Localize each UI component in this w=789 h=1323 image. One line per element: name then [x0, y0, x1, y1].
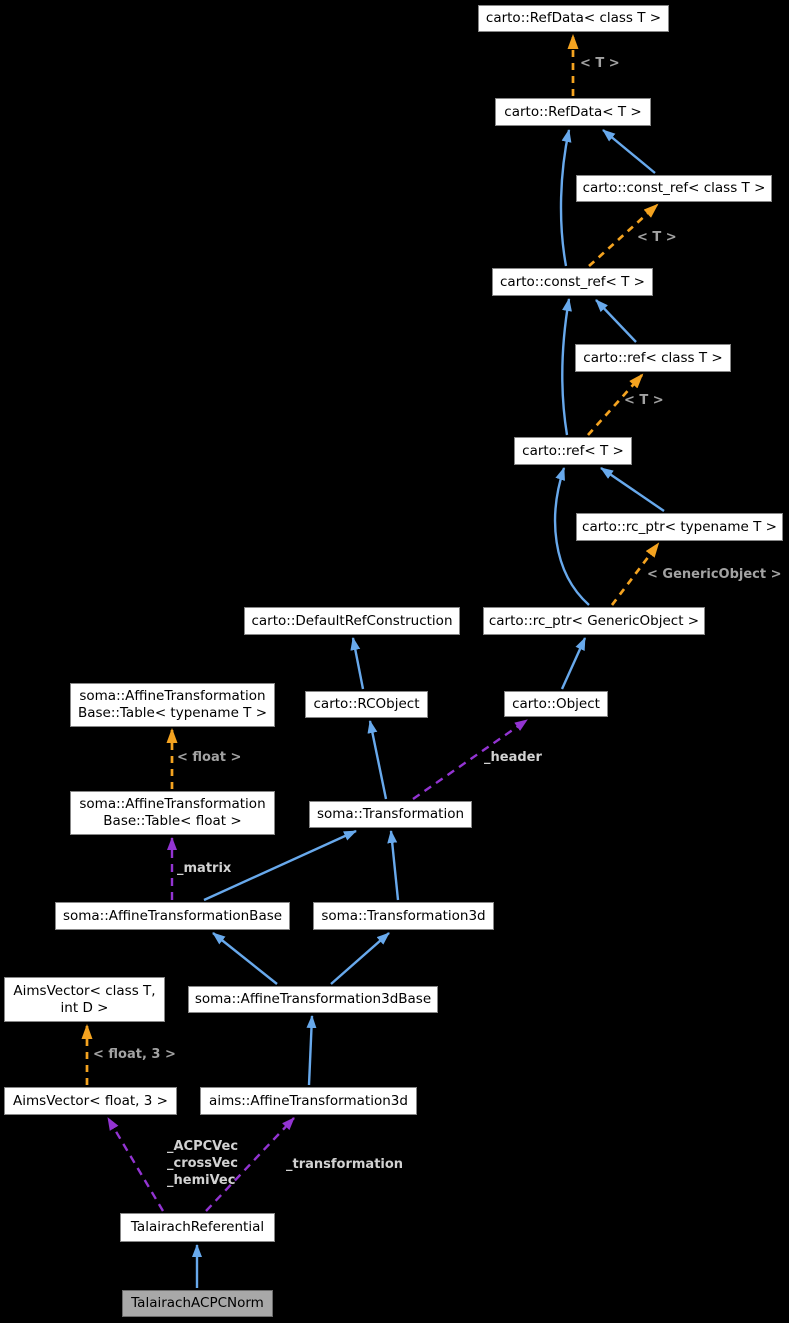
edge-label-template-genericobject: < GenericObject > — [647, 567, 782, 582]
edge-aims-affine3d-to-affine-3dbase — [306, 1015, 317, 1086]
edge-label-template-float: < float > — [177, 750, 242, 765]
node-soma-table-typename-t[interactable]: soma::AffineTransformation Base::Table< … — [70, 683, 275, 727]
node-carto-rcobject[interactable]: carto::RCObject — [305, 691, 428, 718]
edge-const-ref-class-t-to-refdata-t — [602, 129, 656, 174]
node-carto-ref-t[interactable]: carto::ref< T > — [514, 437, 632, 465]
node-carto-object[interactable]: carto::Object — [504, 691, 608, 717]
node-aimsvector-float-3[interactable]: AimsVector< float, 3 > — [4, 1087, 177, 1115]
edge-rcobject-to-default-ref-construction — [350, 637, 365, 690]
node-talairach-acpcnorm[interactable]: TalairachACPCNorm — [122, 1290, 273, 1317]
node-soma-affine-transformation-3dbase[interactable]: soma::AffineTransformation3dBase — [188, 986, 438, 1013]
edge-label-acpcvec-crossvec-hemivec: _ACPCVec _crossVec _hemiVec — [167, 1139, 239, 1188]
edge-transformation-to-object — [412, 719, 528, 800]
edge-affine-base-to-transformation — [203, 829, 357, 902]
edge-const-ref-t-to-const-ref-class-t — [588, 203, 659, 268]
node-carto-refdata-class-t[interactable]: carto::RefData< class T > — [478, 5, 669, 32]
edge-label-header: _header — [484, 750, 542, 765]
edge-rc-ptr-typename-t-to-ref-t — [600, 467, 665, 512]
node-carto-default-ref-construction[interactable]: carto::DefaultRefConstruction — [244, 607, 460, 635]
node-carto-const-ref-t[interactable]: carto::const_ref< T > — [492, 268, 653, 296]
edge-ref-t-to-const-ref-t — [561, 298, 572, 436]
edge-ref-t-to-ref-class-t — [586, 373, 644, 436]
edge-talairach-referential-to-aimsvector-float3 — [106, 1117, 165, 1212]
node-carto-rc-ptr-typename-t[interactable]: carto::rc_ptr< typename T > — [576, 513, 783, 541]
node-aims-affine-transformation3d[interactable]: aims::AffineTransformation3d — [200, 1087, 417, 1115]
edge-label-template-t-refdata: < T > — [580, 56, 620, 71]
edge-label-template-float-3: < float, 3 > — [93, 1047, 176, 1062]
node-carto-refdata-t[interactable]: carto::RefData< T > — [495, 98, 651, 126]
edge-rc-ptr-genericobject-to-ref-t — [553, 467, 590, 606]
edge-ref-class-t-to-const-ref-t — [595, 299, 637, 343]
node-carto-rc-ptr-genericobject[interactable]: carto::rc_ptr< GenericObject > — [483, 607, 705, 635]
edge-affine-3dbase-to-affine-base — [212, 932, 278, 985]
node-carto-ref-class-t[interactable]: carto::ref< class T > — [575, 344, 731, 372]
edge-const-ref-t-to-refdata-t — [559, 129, 572, 267]
node-carto-const-ref-class-t[interactable]: carto::const_ref< class T > — [576, 175, 772, 202]
edge-talairach-referential-to-aims-affine3d — [205, 1117, 295, 1212]
edge-label-matrix: _matrix — [177, 861, 232, 876]
edge-transformation-to-rcobject — [367, 720, 388, 800]
edge-transformation3d-to-transformation — [387, 830, 400, 901]
node-talairach-referential[interactable]: TalairachReferential — [120, 1213, 275, 1242]
node-soma-transformation[interactable]: soma::Transformation — [309, 801, 472, 828]
node-soma-transformation3d[interactable]: soma::Transformation3d — [313, 902, 494, 930]
edge-label-template-t-const-ref: < T > — [637, 230, 677, 245]
edge-object-to-rc-ptr-genericobject — [560, 637, 587, 690]
node-soma-affine-transformation-base[interactable]: soma::AffineTransformationBase — [55, 902, 290, 930]
node-aimsvector-class-t-int-d[interactable]: AimsVector< class T, int D > — [4, 977, 165, 1022]
node-soma-table-float[interactable]: soma::AffineTransformation Base::Table< … — [70, 791, 275, 835]
edge-affine-3dbase-to-transformation3d — [330, 932, 390, 985]
edge-label-template-t-ref: < T > — [624, 393, 664, 408]
edge-label-transformation: _transformation — [286, 1157, 404, 1172]
